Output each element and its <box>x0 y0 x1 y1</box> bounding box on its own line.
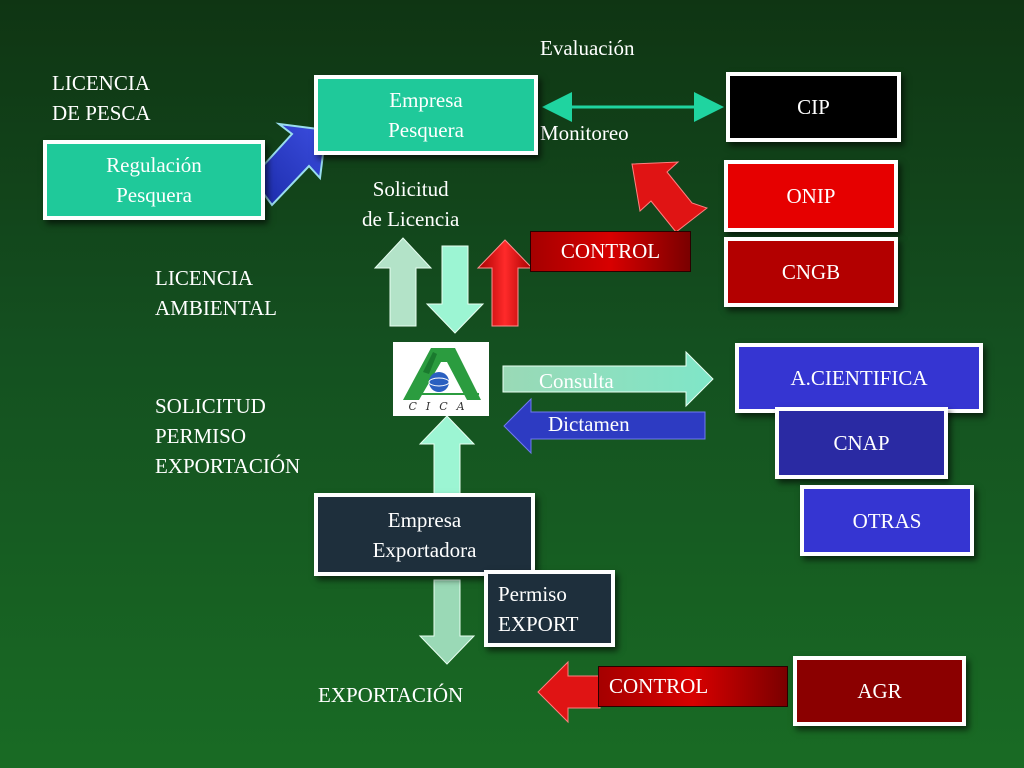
arrow-cica-up <box>373 237 433 327</box>
cngb-box: CNGB <box>724 237 898 307</box>
arrow-control-left <box>537 660 601 724</box>
label-licencia-ambiental: LICENCIA AMBIENTAL <box>155 266 277 320</box>
label-licencia-pesca: LICENCIA DE PESCA <box>52 71 151 125</box>
arrow-control-up <box>476 239 534 327</box>
label-exportacion: EXPORTACIÓN <box>318 683 464 707</box>
empresa-exportadora-box: Empresa Exportadora <box>314 493 535 576</box>
label-evaluacion: Evaluación <box>540 36 635 60</box>
dictamen-label: Dictamen <box>548 412 630 436</box>
control-top-tag: CONTROL <box>530 231 691 272</box>
cica-logo-text: CICA <box>408 400 474 413</box>
empresa-pesquera-box: Empresa Pesquera <box>314 75 538 155</box>
arrow-solicitud-down <box>425 245 485 334</box>
cica-logo-icon <box>403 348 481 400</box>
arrow-dictamen <box>503 397 706 455</box>
control-bottom-tag: CONTROL <box>598 666 788 707</box>
arrow-exportadora-up <box>418 415 476 495</box>
cica-logo: CICA <box>393 342 489 416</box>
arrow-exportacion-down <box>418 579 476 665</box>
agr-box: AGR <box>793 656 966 726</box>
permiso-export-box: Permiso EXPORT <box>484 570 615 647</box>
cip-box: CIP <box>726 72 901 142</box>
label-solicitud-permiso: SOLICITUD PERMISO EXPORTACIÓN <box>155 394 301 478</box>
arrow-consulta <box>502 350 714 408</box>
otras-box: OTRAS <box>800 485 974 556</box>
regulacion-pesquera-box: Regulación Pesquera <box>43 140 265 220</box>
a-cientifica-box: A.CIENTIFICA <box>735 343 983 413</box>
arrow-onip-to-empresa <box>631 161 709 233</box>
label-monitoreo: Monitoreo <box>540 121 629 145</box>
onip-box: ONIP <box>724 160 898 232</box>
cnap-box: CNAP <box>775 407 948 479</box>
consulta-label: Consulta <box>539 369 614 393</box>
label-solicitud-licencia: Solicitud de Licencia <box>362 177 460 231</box>
